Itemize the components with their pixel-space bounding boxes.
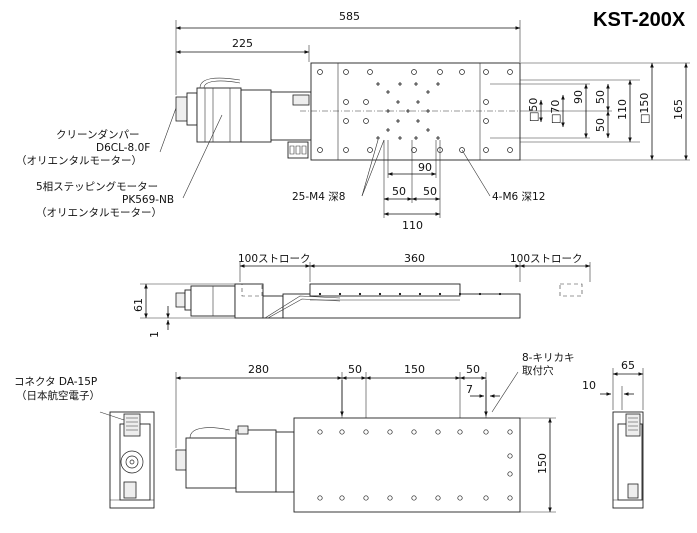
dim-spacing-50-b: 50 xyxy=(466,363,480,376)
end-view-right: 65 10 xyxy=(582,359,644,509)
dim-pitch-50-right: 50 xyxy=(423,185,437,198)
dim-50-lower: 50 xyxy=(594,118,607,132)
dim-280: 280 xyxy=(248,363,269,376)
bottom-motor-body xyxy=(185,437,237,489)
label-connector-maker: （日本航空電子） xyxy=(16,389,100,402)
tapped-holes-m4 xyxy=(376,82,440,140)
label-mount-holes-2: 取付穴 xyxy=(522,364,554,377)
label-damper-name: クリーンダンパー xyxy=(56,128,139,141)
dim-offset-1: 1 xyxy=(148,331,161,338)
dim-pitch-90: 90 xyxy=(418,161,432,174)
bottom-stage-base xyxy=(293,417,521,513)
connector-block xyxy=(287,141,309,159)
dim-pitch-50-left: 50 xyxy=(392,185,406,198)
dim-end-10: 10 xyxy=(582,379,596,392)
dim-165: 165 xyxy=(672,99,685,120)
dim-offset-7: 7 xyxy=(466,383,473,396)
side-view: 100ストローク 360 100ストローク 61 1 xyxy=(132,252,591,338)
dim-50-upper: 50 xyxy=(594,90,607,104)
damper-knob xyxy=(175,96,188,122)
dim-spacing-150: 150 xyxy=(404,363,425,376)
label-tap-m6: 4-M6 深12 xyxy=(492,191,545,203)
side-stage-table xyxy=(309,283,461,297)
dim-square-50: □50 xyxy=(527,98,540,122)
label-motor-name: 5相ステッピングモーター xyxy=(36,180,158,193)
stage-table xyxy=(337,62,481,161)
dim-travel-360: 360 xyxy=(404,252,425,265)
motor-flange xyxy=(240,89,272,143)
motor-body xyxy=(196,87,242,143)
dim-stroke-right: 100ストローク xyxy=(510,253,583,265)
bottom-view: 280 50 150 50 7 150 8-キリカキ 取付穴 xyxy=(175,352,574,513)
label-motor-model: PK569-NB xyxy=(122,194,174,206)
side-stage-base xyxy=(282,293,521,319)
stage-base-top xyxy=(310,62,521,161)
label-tap-m4: 25-M4 深8 xyxy=(292,191,345,203)
label-connector: コネクタ DA-15P xyxy=(14,376,97,388)
dim-square-150: □150 xyxy=(638,93,651,124)
dim-height-61: 61 xyxy=(132,298,145,312)
bottom-holes xyxy=(317,429,513,501)
dim-585: 585 xyxy=(339,10,360,23)
dim-width-150: 150 xyxy=(536,453,549,474)
dim-square-70: □70 xyxy=(549,100,562,124)
dim-225: 225 xyxy=(232,37,253,50)
top-view: 585 225 90 50 50 110 □150 165 □50 □70 xyxy=(16,10,690,232)
dim-spacing-50-a: 50 xyxy=(348,363,362,376)
label-damper-model: D6CL-8.0F xyxy=(96,142,150,154)
damper-body xyxy=(186,92,198,126)
end-view-left: コネクタ DA-15P （日本航空電子） xyxy=(14,376,155,509)
label-damper-maker: （オリエンタルモーター） xyxy=(16,155,142,167)
label-motor-maker: （オリエンタルモーター） xyxy=(36,207,162,219)
dim-end-65: 65 xyxy=(621,359,635,372)
connector-da15p xyxy=(123,413,141,437)
dim-pitch-110: 110 xyxy=(402,219,423,232)
dim-110-vert: 110 xyxy=(616,99,629,120)
dim-90-vert: 90 xyxy=(572,90,585,104)
model-title: KST-200X xyxy=(593,9,686,31)
dim-stroke-left: 100ストローク xyxy=(238,253,311,265)
label-mount-holes-1: 8-キリカキ xyxy=(522,352,574,364)
